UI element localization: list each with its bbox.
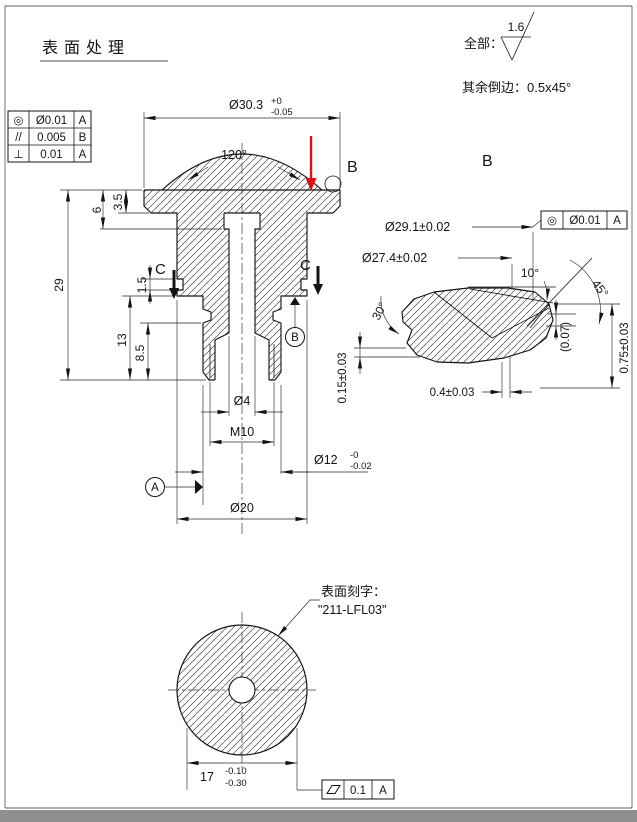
page-border [0, 5, 637, 822]
dim-angle-120: 120° [187, 148, 301, 181]
dim-text: Ø30.3 [229, 98, 263, 112]
dim-tol-lower: -0.02 [350, 461, 372, 472]
dim-tol-lower: -0.30 [225, 778, 247, 789]
dim-text: 45° [589, 277, 611, 300]
gdt-datum: A [79, 149, 87, 161]
chamfer-note: 其余倒边：0.5x45° [462, 80, 571, 95]
detail-view-b: B Ø29.1±0.02 ◎ Ø0.01 A Ø27.4±0.02 10 [337, 153, 631, 404]
detail-outline [401, 287, 554, 364]
detail-section-hatch [402, 288, 553, 363]
gdt-tolerance: Ø0.01 [36, 115, 67, 127]
dim-text: 10° [521, 266, 539, 280]
gdt-frame-left: ◎ Ø0.01 A // 0.005 B ⊥ 0.01 A [7, 110, 92, 163]
gdt-tolerance: 0.005 [37, 132, 66, 144]
dim-text: 29 [52, 278, 66, 292]
gdt-symbol: ⊥ [13, 149, 23, 161]
dim-3-5: 3.5 [111, 190, 129, 213]
dim-text: Ø29.1±0.02 [385, 220, 450, 234]
dim-dia-flange: Ø30.3 +0 -0.05 [143, 96, 341, 188]
main-section-view: Ø30.3 +0 -0.05 120° B 6 3.5 [52, 96, 372, 536]
thread-crest-lines [209, 344, 275, 378]
dim-dia-mid: Ø20 [176, 300, 308, 524]
dim-text: (0.07) [560, 322, 572, 352]
dim-text: 17 [200, 770, 214, 784]
footer-bar [0, 810, 637, 822]
datum-label: A [151, 482, 159, 494]
part-section-hatch [144, 154, 340, 380]
dim-text: 6 [90, 206, 104, 213]
dim-text: 0.75±0.03 [619, 322, 631, 373]
gdt-tolerance: Ø0.01 [569, 215, 600, 227]
section-c-left: C [155, 261, 179, 299]
dim-dia-stem: Ø12 -0 -0.02 [175, 385, 372, 505]
dim-8-5: 8.5 [133, 322, 201, 380]
dim-text: 8.5 [133, 344, 147, 361]
gdt-tolerance: 0.1 [350, 785, 366, 797]
roughness-value: 1.6 [508, 20, 525, 34]
detail-title: B [482, 153, 493, 170]
datum-label: B [291, 332, 299, 344]
datum-b: B [285, 297, 305, 347]
dim-thread-m10: M10 [209, 382, 275, 446]
dim-tol-upper: +0 [271, 96, 282, 107]
dim-17: 17 -0.10 -0.30 [186, 728, 298, 790]
section-label: C [300, 257, 311, 274]
engrave-label: 表面刻字： [321, 584, 386, 599]
gdt-datum: B [79, 132, 87, 144]
dim-text: 120° [221, 148, 247, 162]
dim-0-07: (0.07) [546, 300, 576, 352]
gdt-symbol: // [15, 132, 22, 144]
dim-dia-27-4: Ø27.4±0.02 [362, 251, 513, 290]
dim-6: 6 [90, 190, 106, 229]
dim-1-5: 1.5 [135, 265, 175, 304]
dim-text: M10 [230, 425, 254, 439]
dim-text: 1.5 [135, 276, 149, 293]
dim-0-15: 0.15±0.03 [337, 332, 420, 404]
dim-text: Ø27.4±0.02 [362, 251, 427, 265]
section-c-right: C [300, 257, 323, 295]
dim-text: 3.5 [111, 193, 125, 210]
engraving-callout: 表面刻字： "211-LFL03" [277, 584, 386, 637]
datum-a: A [145, 477, 203, 497]
gdt-datum: A [79, 115, 87, 127]
dim-text: 13 [115, 333, 129, 347]
dim-29: 29 [52, 190, 71, 380]
dim-text: 0.4±0.03 [430, 387, 475, 399]
dim-text: Ø20 [230, 501, 254, 515]
gdt-symbol: ◎ [13, 115, 23, 127]
dim-tol-upper: -0.10 [225, 766, 247, 777]
dim-tol-lower: -0.05 [271, 107, 293, 118]
flatness-icon [326, 785, 341, 794]
surface-all-label: 全部： [464, 36, 503, 51]
dim-angle-45: 45° [569, 259, 611, 325]
gdt-frame-detail: ◎ Ø0.01 A [532, 210, 628, 230]
detail-area-circle [324, 175, 342, 193]
bottom-view: 表面刻字： "211-LFL03" 17 -0.10 -0.30 0.1 A [168, 584, 395, 800]
dim-0-4: 0.4±0.03 [430, 356, 532, 399]
annotation-arrow-red [305, 136, 317, 191]
gdt-symbol: ◎ [547, 215, 557, 227]
header: 表面处理 全部： 1.6 其余倒边：0.5x45° [40, 11, 571, 95]
dim-text: 0.15±0.03 [337, 352, 349, 403]
surface-finish-icon: 1.6 [500, 11, 535, 61]
gdt-tolerance: 0.01 [40, 149, 62, 161]
dim-tol-upper: -0 [350, 450, 358, 461]
dim-text: Ø4 [234, 394, 251, 408]
gdt-datum: A [379, 785, 387, 797]
view-label-b: B [347, 159, 358, 176]
dim-0-75: 0.75±0.03 [540, 303, 631, 389]
page-title: 表面处理 [42, 39, 130, 57]
dim-angle-30: 30° [369, 295, 400, 335]
section-label: C [155, 261, 166, 278]
dim-dia-29-1: Ø29.1±0.02 [385, 220, 534, 302]
dim-text: 30° [369, 300, 390, 323]
dim-13: 13 [115, 295, 175, 380]
dim-angle-10: 10° [521, 266, 551, 301]
dim-dia-hole: Ø4 [201, 336, 283, 416]
gdt-frame-flatness: 0.1 A [297, 779, 395, 800]
engrave-text: "211-LFL03" [318, 603, 386, 617]
gdt-datum: A [613, 215, 621, 227]
dim-text: Ø12 [314, 453, 338, 467]
center-hole-circle [228, 676, 256, 704]
